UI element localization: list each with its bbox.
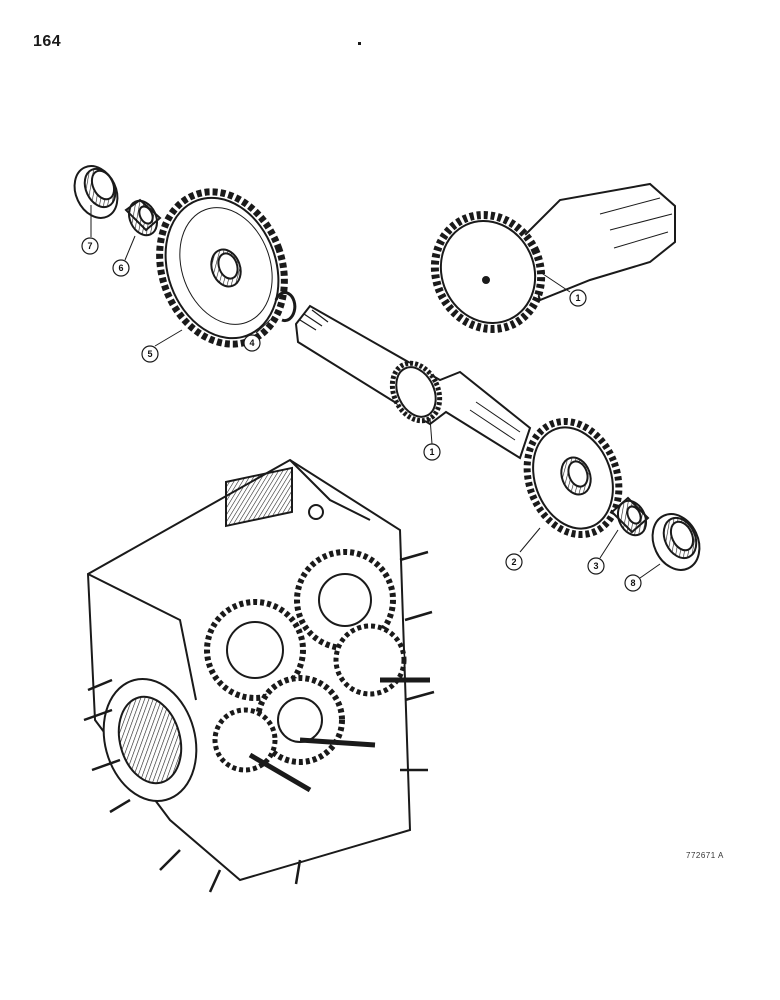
- callout-1-lower: 1: [423, 443, 441, 461]
- callout-1-upper: 1: [569, 289, 587, 307]
- bearing-cone-part-7: [124, 198, 162, 237]
- callout-7: 6: [112, 259, 130, 277]
- callout-7-label: 6: [118, 263, 123, 273]
- callout-5: 4: [243, 334, 261, 352]
- page-number: 164: [33, 33, 62, 50]
- callout-5-label: 4: [249, 338, 254, 348]
- transmission-housing-assembly: [83, 458, 435, 893]
- bevel-gear-part-1-upper: [430, 182, 676, 333]
- callout-8: 7: [81, 237, 99, 255]
- callout-leaders: [90, 205, 661, 579]
- spur-gear-part-6: [156, 188, 288, 348]
- bearing-cone-part-3: [610, 496, 650, 537]
- stray-mark: [358, 42, 361, 45]
- figure-code: 772671 A: [686, 851, 724, 860]
- callout-4: 8: [624, 574, 642, 592]
- bearing-cup-part-4: [651, 513, 701, 571]
- callout-3: 3: [587, 557, 605, 575]
- callout-1-upper-label: 1: [575, 293, 580, 303]
- callout-2: 2: [505, 553, 523, 571]
- callout-1-lower-label: 1: [429, 447, 434, 457]
- bearing-cup-part-8: [73, 165, 119, 219]
- callout-8-label: 7: [87, 241, 92, 251]
- callout-3-label: 3: [593, 561, 598, 571]
- spur-gear-part-2: [523, 417, 623, 539]
- callout-6: 5: [141, 345, 159, 363]
- callout-6-label: 5: [147, 349, 152, 359]
- callout-4-label: 8: [630, 578, 635, 588]
- callout-2-label: 2: [511, 557, 516, 567]
- snap-ring-part-5: [274, 291, 297, 323]
- pinion-shaft-part-1-lower: [294, 304, 532, 460]
